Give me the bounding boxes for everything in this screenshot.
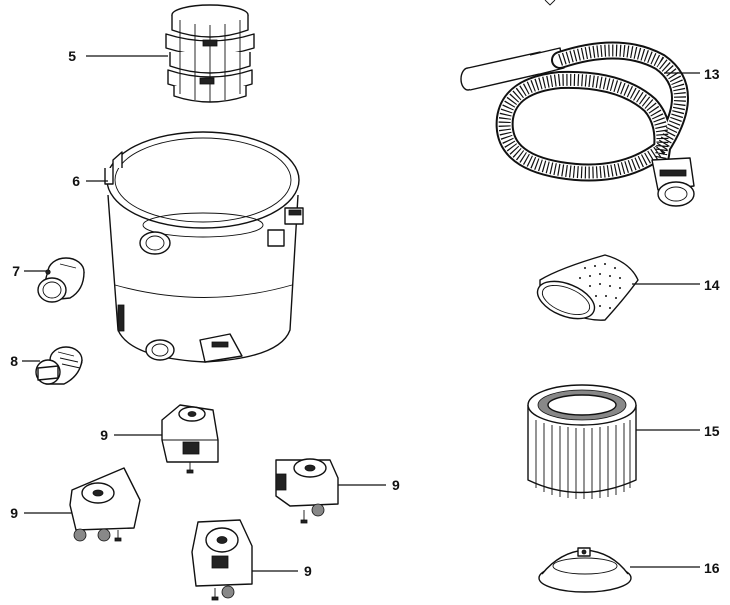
callout-label: 15 [704, 423, 720, 439]
callout-label: 9 [392, 477, 400, 493]
callout-14: 14 [632, 277, 720, 293]
drain-cap-icon [35, 346, 83, 385]
callout-9: 9 [10, 505, 72, 521]
hose-icon [460, 0, 695, 207]
cartridge-filter-icon [527, 384, 637, 499]
callout-label: 7 [12, 263, 20, 279]
callout-label: 8 [10, 353, 18, 369]
callout-13: 13 [664, 66, 720, 82]
filter-lid-icon [538, 547, 632, 593]
callout-5: 5 [68, 48, 168, 64]
drum-container-icon [104, 131, 304, 363]
callout-label: 13 [704, 66, 720, 82]
callout-15: 15 [636, 423, 720, 439]
callout-9: 9 [252, 563, 312, 579]
filter-bag-icon [536, 254, 639, 321]
callout-label: 16 [704, 560, 720, 576]
inlet-adapter-icon [37, 257, 85, 303]
callout-16: 16 [630, 560, 720, 576]
filter-cage-icon [165, 4, 255, 103]
callout-7: 7 [12, 263, 46, 279]
callout-8: 8 [10, 353, 40, 369]
callout-9: 9 [100, 427, 162, 443]
callout-label: 9 [304, 563, 312, 579]
callout-label: 9 [100, 427, 108, 443]
callout-6: 6 [72, 173, 108, 189]
callout-label: 14 [704, 277, 720, 293]
callout-label: 6 [72, 173, 80, 189]
callout-label: 9 [10, 505, 18, 521]
callout-9: 9 [338, 477, 400, 493]
callout-label: 5 [68, 48, 76, 64]
caster-foot-icon [69, 404, 339, 601]
